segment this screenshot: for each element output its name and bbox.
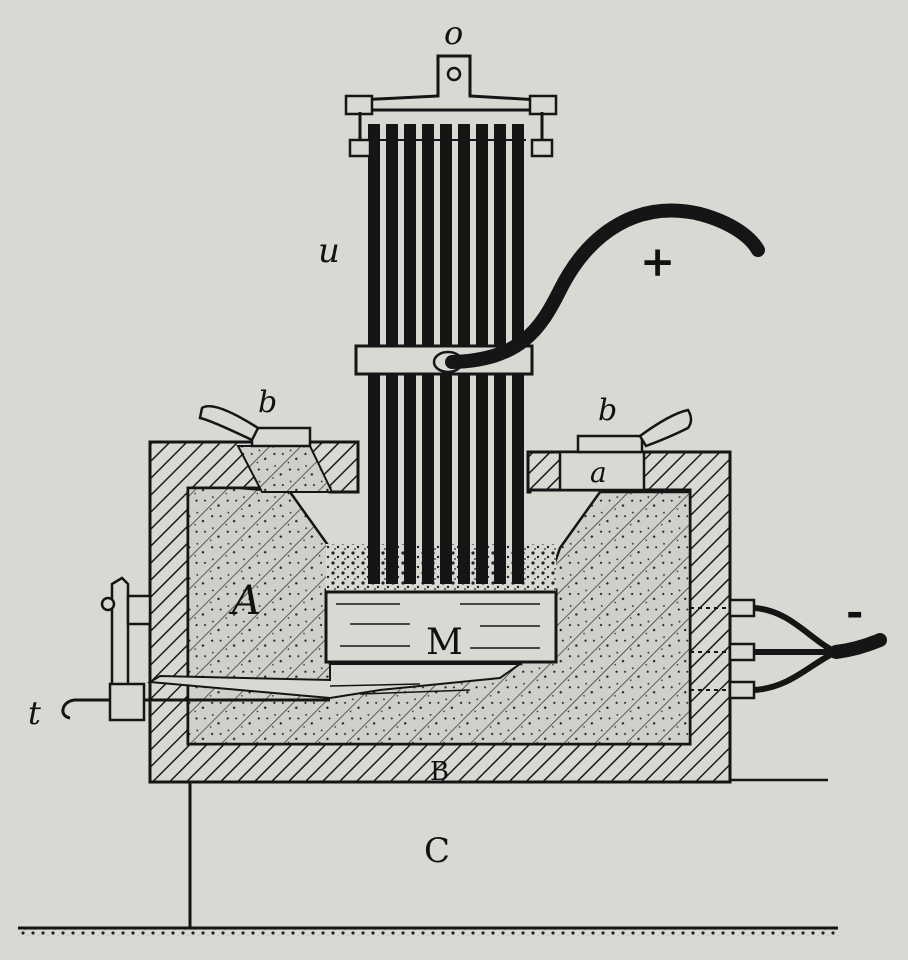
ground-line — [18, 926, 838, 936]
label-molten-metal: M — [426, 622, 463, 663]
label-cover-block: a — [590, 456, 607, 489]
label-clamp-right: b — [598, 393, 617, 428]
negative-cables — [690, 598, 887, 700]
label-lining: A — [228, 578, 261, 624]
label-clamp-left: b — [258, 385, 277, 420]
label-anode-bundle: u — [318, 231, 340, 271]
anode-clamp-band — [354, 344, 534, 376]
label-base: B — [430, 757, 449, 787]
hanger-bracket — [344, 54, 558, 158]
label-support: C — [424, 831, 450, 871]
label-positive: + — [640, 237, 675, 286]
label-tap: t — [28, 694, 41, 732]
label-negative: - — [846, 587, 863, 636]
support-stand — [188, 778, 828, 930]
furnace-casing — [148, 440, 732, 784]
label-hanger: o — [444, 14, 463, 52]
clamp-left — [198, 404, 260, 442]
tap-assembly — [61, 576, 330, 722]
molten-bath-channel — [146, 663, 524, 700]
clamp-right — [638, 408, 693, 448]
positive-cable — [445, 203, 765, 369]
cover-block-right — [558, 434, 646, 492]
